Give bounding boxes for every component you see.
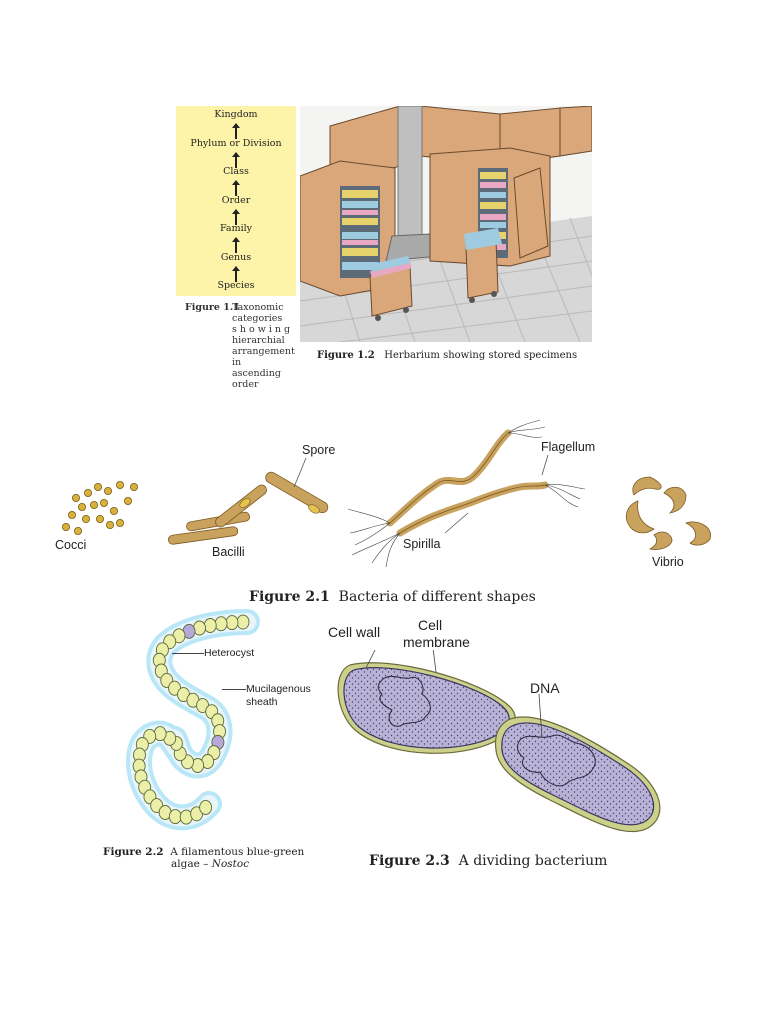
hierarchy-arrow [232,237,240,253]
fig1-2-text: Herbarium showing stored specimens [384,350,578,361]
label-dna: DNA [530,680,560,696]
spirilla-outline [389,432,546,534]
label-vibrio: Vibrio [652,555,684,569]
vegetative-cell [153,726,167,742]
fig2-2-caption: Figure 2.2 A filamentous blue-green alga… [103,846,304,870]
taxon-kingdom: Kingdom [214,109,258,120]
label-flagellum: Flagellum [541,440,596,454]
right-cabinet [429,147,551,267]
cell-wall-pointer [365,650,376,669]
fig1-1-caption: Taxonomic categories showing hierarchial… [232,302,295,390]
fig1-1-number: Figure 1.1 [185,302,240,313]
fig1-2-number: Figure 1.2 [317,350,375,361]
spore-bodies [239,498,320,514]
trolley-right [464,228,502,303]
label-cocci: Cocci [55,538,87,552]
vegetative-cell [236,614,250,630]
heterocyst-pointer [172,653,204,654]
bacterium-left-cell [337,662,516,754]
hierarchy-arrow [232,152,240,168]
fig2-2-line1: A filamentous blue-green [170,846,305,858]
hierarchy-arrow [232,266,240,282]
fig2-3-number: Figure 2.3 [369,853,450,869]
cell-membrane-right [501,722,655,826]
pillar [397,106,423,257]
vibrio-cells [625,476,712,550]
spirilla-pointer [444,512,469,534]
spirilla-curves [386,429,549,537]
fig2-2-genus: Nostoc [211,858,250,870]
sheath-pointer [222,689,246,690]
caption-line: showing [232,324,294,335]
fig2-3-caption: Figure 2.3 A dividing bacterium [369,853,607,869]
label-bacilli: Bacilli [212,545,245,559]
cocci-cluster [61,481,139,536]
dividing-bacterium-illustration [337,650,661,833]
label-heterocyst: Heterocyst [204,647,255,659]
flagella-strands [347,419,586,568]
caption-line: categories [232,313,283,324]
caption-line: arrangement [232,346,295,357]
cell-membrane-pointer [432,650,437,673]
dna-pointer [538,693,543,739]
taxon-phylum: Phylum or Division [190,138,282,149]
taxon-class: Class [223,166,249,177]
dna-right [516,734,596,787]
taxonomy-hierarchy-panel: Kingdom Phylum or Division Class Order F… [176,106,296,296]
fig2-2-line2: algae – [171,858,212,870]
fig2-3-text: A dividing bacterium [458,853,608,869]
left-cabinet [300,160,396,297]
nostoc-filament-illustration [126,609,260,831]
taxon-order: Order [221,195,251,206]
caption-line: in ascending [232,357,281,379]
fig2-2-number: Figure 2.2 [103,846,164,858]
herbarium-illustration [300,106,592,342]
caption-line: order [232,379,259,390]
label-sheath-line1: Mucilagenous [246,683,311,695]
trolley-left [369,256,413,321]
hierarchy-arrow [232,123,240,139]
label-spirilla: Spirilla [403,537,441,551]
hierarchy-arrow [232,209,240,225]
fig1-2-caption: Figure 1.2 Herbarium showing stored spec… [317,350,577,361]
fig2-1-number: Figure 2.1 [249,589,330,605]
vegetative-cell [168,809,182,825]
label-cell-membrane-line1: Cell [418,617,443,633]
caption-line: hierarchial [232,335,285,346]
spore-pointer [293,457,307,488]
bacteria-shapes-illustration [61,419,712,568]
label-cell-membrane-line2: membrane [403,634,470,650]
vegetative-cell [214,616,228,632]
nostoc-cells [132,614,250,825]
fig2-1-text: Bacteria of different shapes [338,589,536,605]
hierarchy-arrow [232,180,240,196]
taxon-species: Species [217,280,255,291]
taxon-genus: Genus [220,252,252,263]
vegetative-cell [225,615,239,631]
dna-left [377,675,431,727]
vegetative-cell [199,800,213,815]
vegetative-cell [203,618,217,633]
bacterium-right-cell [494,716,661,833]
fig2-1-caption: Figure 2.1 Bacteria of different shapes [249,589,536,605]
label-spore: Spore [302,443,336,457]
caption-line: Taxonomic [232,302,284,313]
bacilli-rods [167,471,329,545]
label-cell-wall: Cell wall [328,624,381,640]
label-sheath-line2: sheath [246,696,278,708]
taxon-family: Family [219,223,253,234]
flagellum-pointer [541,454,549,476]
